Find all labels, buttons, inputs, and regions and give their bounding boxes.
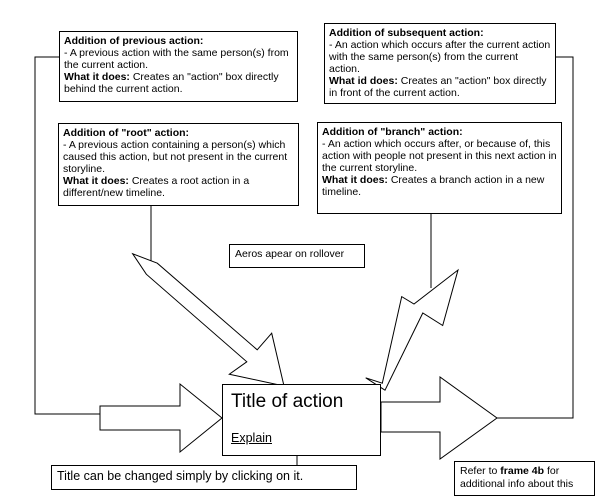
connector-previous [34, 56, 102, 415]
previous-action-what-label: What it does: [64, 71, 130, 83]
subsequent-action-info-box: Addition of subsequent action: - An acti… [324, 23, 556, 104]
branch-action-what-text: Creates a branch action in a new timelin… [322, 174, 545, 198]
arrow-subsequent[interactable] [380, 376, 498, 460]
subsequent-action-title: Addition of subsequent action: [329, 27, 484, 39]
arrow-previous[interactable] [99, 382, 223, 454]
action-title[interactable]: Title of action [231, 391, 344, 412]
refer-note-prefix: Refer to [460, 465, 498, 477]
previous-action-what-text: Creates an "action" box directly behind … [64, 71, 279, 95]
connector-subsequent [490, 56, 574, 419]
branch-action-info-box: Addition of "branch" action: - An action… [317, 122, 562, 214]
root-action-description: - A previous action containing a person(… [63, 139, 288, 175]
branch-action-title: Addition of "branch" action: [322, 126, 463, 138]
refer-note-frame: frame 4b [500, 465, 545, 477]
previous-action-info-box: Addition of previous action: - A previou… [59, 31, 298, 102]
previous-action-what: What it does: Creates an "action" box di… [64, 71, 293, 95]
branch-action-what: What it does: Creates a branch action in… [322, 174, 557, 198]
root-action-what-text: Creates a root action in a different/new… [63, 175, 250, 199]
root-action-title: Addition of "root" action: [63, 127, 190, 139]
root-action-info-box: Addition of "root" action: - A previous … [58, 123, 299, 206]
branch-action-description: - An action which occurs after, or becau… [322, 138, 557, 174]
subsequent-action-description: - An action which occurs after the curre… [329, 39, 551, 75]
subsequent-action-what-text: Creates an "action" box directly in fron… [329, 75, 547, 99]
previous-action-title: Addition of previous action: [64, 35, 204, 47]
subsequent-action-what: What id does: Creates an "action" box di… [329, 75, 551, 99]
explain-link[interactable]: Explain [231, 431, 272, 445]
arrow-branch[interactable] [365, 268, 459, 391]
refer-note-suffix: for additional info about this [460, 465, 574, 490]
arrow-root[interactable] [131, 252, 285, 387]
rollover-note: Aeros apear on rollover [229, 244, 365, 268]
refer-note: Refer to frame 4b for additional info ab… [454, 461, 595, 496]
subsequent-action-what-label: What id does: [329, 75, 398, 87]
root-action-what-label: What it does: [63, 175, 129, 187]
previous-action-description: - A previous action with the same person… [64, 47, 289, 71]
branch-action-what-label: What it does: [322, 174, 388, 186]
title-edit-note: Title can be changed simply by clicking … [51, 465, 357, 490]
root-action-what: What it does: Creates a root action in a… [63, 175, 294, 199]
current-action-box[interactable]: Title of action Explain [222, 384, 381, 456]
